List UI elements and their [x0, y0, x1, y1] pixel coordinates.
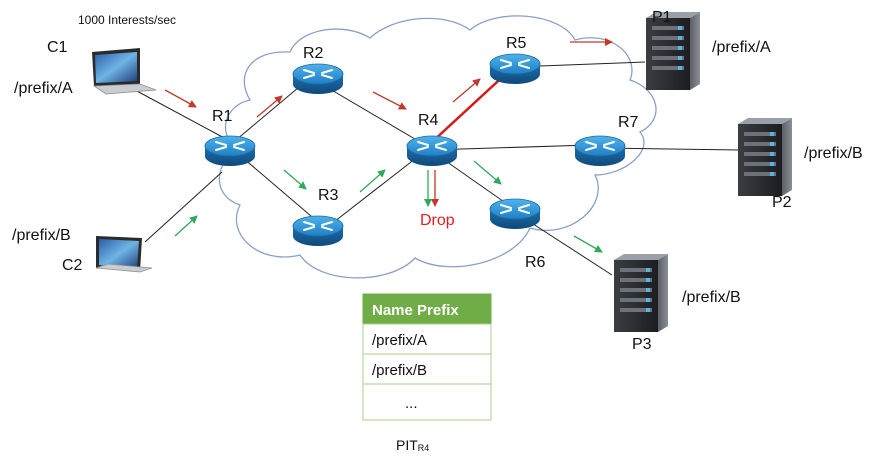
- producer-p3-prefix: /prefix/B: [682, 289, 741, 306]
- router-r3-label: R3: [318, 187, 339, 204]
- pit-table-header: Name Prefix: [372, 302, 459, 319]
- pit-table: Name Prefix /prefix/A /prefix/B ...: [362, 293, 492, 421]
- router-r6-label: R6: [525, 254, 546, 271]
- consumer-c2-prefix: /prefix/B: [12, 227, 71, 244]
- router-4-icon: [406, 135, 458, 166]
- green-flow-arrows: [174, 160, 603, 253]
- producer-p1-name: P1: [652, 9, 672, 26]
- link-r4-r5-congested: [431, 69, 511, 143]
- pit-caption-sub: R4: [418, 443, 430, 453]
- routers: [204, 53, 626, 246]
- laptop-c2: [95, 236, 153, 273]
- consumer-c1-prefix: /prefix/A: [14, 80, 73, 97]
- red-flow-arrows: [164, 38, 613, 207]
- router-1-icon: [204, 135, 256, 166]
- laptop-c1: [92, 48, 157, 95]
- rate-label: 1000 Interests/sec: [78, 13, 176, 27]
- pit-caption: PITR4: [396, 437, 429, 453]
- pit-row-2: /prefix/B: [372, 362, 427, 379]
- producer-p3-name: P3: [632, 336, 652, 353]
- consumer-c2-name: C2: [62, 257, 83, 274]
- router-r4-label: R4: [418, 112, 439, 129]
- pit-row-3: ...: [405, 395, 418, 412]
- router-7-icon: [574, 135, 626, 166]
- router-3-icon: [292, 215, 344, 246]
- router-r1-label: R1: [212, 108, 233, 125]
- drop-label: Drop: [420, 212, 455, 229]
- router-r2-label: R2: [303, 45, 324, 62]
- router-r7-label: R7: [618, 114, 639, 131]
- pit-row-3-bg: [362, 383, 492, 421]
- producer-p1-prefix: /prefix/A: [712, 39, 771, 56]
- pit-row-2-bg: [362, 353, 492, 385]
- producer-p2-prefix: /prefix/B: [804, 145, 863, 162]
- consumer-c1-name: C1: [47, 39, 68, 56]
- router-r5-label: R5: [506, 35, 527, 52]
- server-p2-icon: [738, 118, 792, 196]
- router-5-icon: [489, 53, 541, 84]
- router-2-icon: [292, 63, 344, 94]
- pit-table-header-bg: [362, 293, 492, 325]
- server-p1-icon: [646, 12, 700, 90]
- server-p3-icon: [614, 254, 668, 332]
- pit-row-1: /prefix/A: [372, 332, 427, 349]
- producer-p2-name: P2: [772, 194, 792, 211]
- pit-caption-main: PIT: [396, 437, 418, 453]
- router-6-icon: [489, 198, 541, 229]
- servers: [614, 12, 792, 332]
